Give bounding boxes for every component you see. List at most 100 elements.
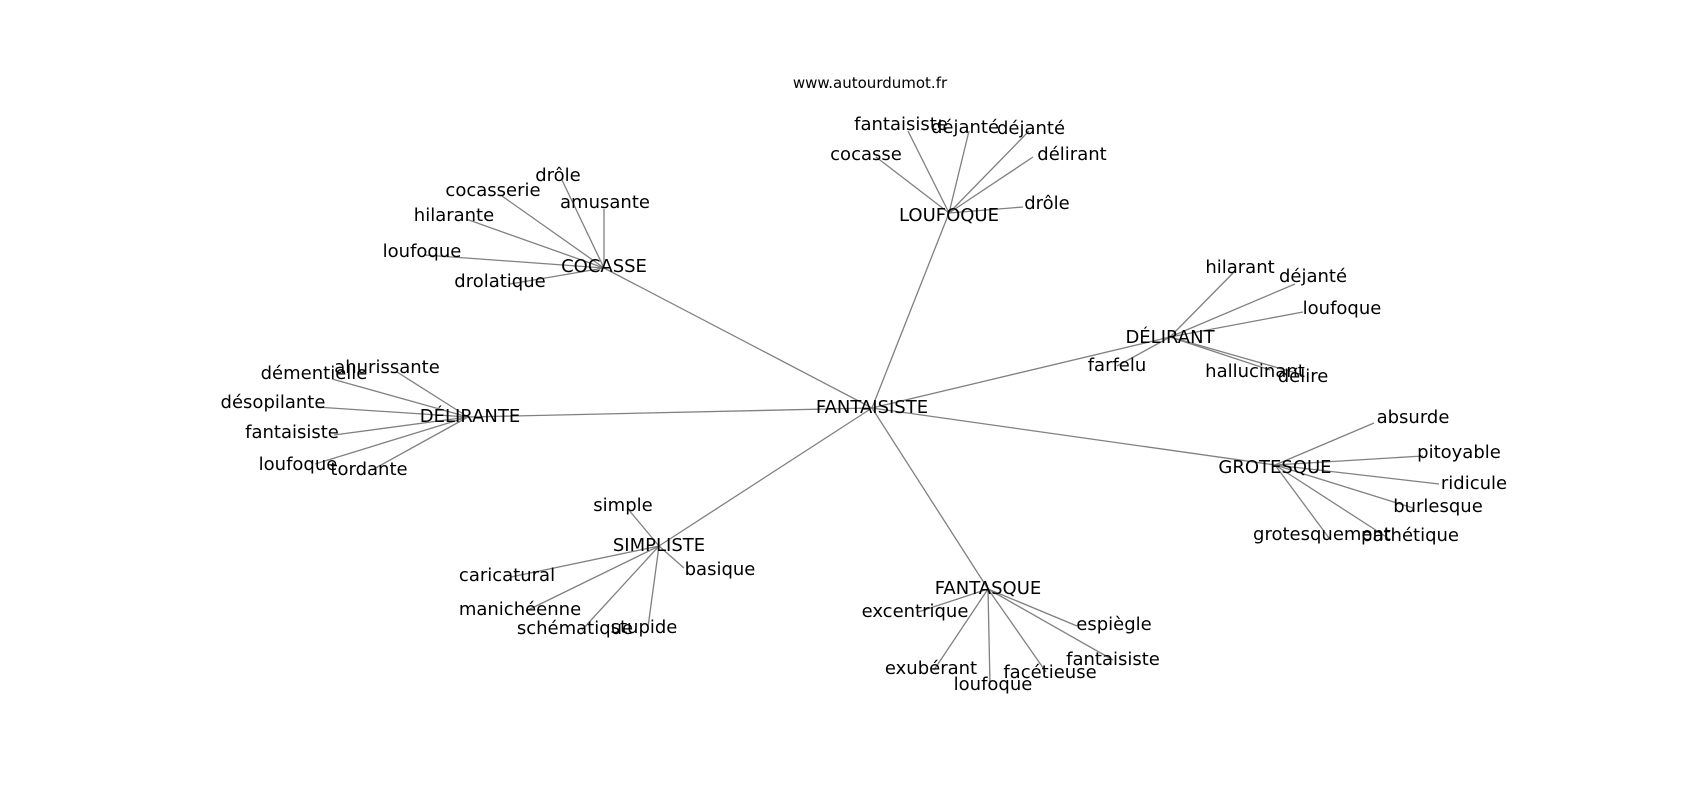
leaf-label-delirante-4: loufoque — [259, 454, 338, 475]
leaf-label-delirant-1: déjanté — [1279, 266, 1347, 287]
leaf-label-simpliste-0: simple — [593, 495, 652, 516]
edge-cocasse-leaf-1 — [501, 195, 605, 269]
hub-label-simpliste: SIMPLISTE — [613, 535, 705, 556]
edge-delirante-leaf-5 — [371, 416, 469, 471]
leaf-label-fantasque-2: fantaisiste — [1066, 649, 1160, 670]
hub-label-grotesque: GROTESQUE — [1218, 457, 1331, 478]
leaf-label-loufoque-5: drôle — [1024, 193, 1070, 214]
leaf-label-fantasque-3: exubérant — [885, 658, 977, 679]
leaf-label-grotesque-0: absurde — [1377, 407, 1450, 428]
edge-fantasque-leaf-1 — [987, 588, 1078, 627]
leaf-label-cocasse-2: amusante — [560, 192, 650, 213]
leaf-label-simpliste-4: schématique — [517, 618, 633, 639]
edge-cocasse-leaf-5 — [509, 267, 605, 285]
leaf-label-loufoque-3: cocasse — [830, 144, 902, 165]
hub-label-loufoque: LOUFOQUE — [899, 205, 999, 226]
edge-grotesque-leaf-3 — [1274, 464, 1414, 509]
edge-simpliste-leaf-5 — [647, 545, 660, 628]
leaf-label-grotesque-1: pitoyable — [1417, 442, 1501, 463]
edge-center-delirante — [467, 407, 873, 418]
edge-loufoque-leaf-5 — [948, 206, 1024, 214]
edge-grotesque-leaf-0 — [1274, 422, 1375, 466]
leaf-label-simpliste-5: stupide — [611, 617, 678, 638]
edge-simpliste-leaf-0 — [627, 508, 660, 547]
leaf-label-grotesque-4: grotesquement — [1253, 524, 1391, 545]
edge-fantasque-leaf-5 — [987, 588, 991, 686]
edge-center-cocasse — [603, 267, 873, 409]
edge-center-loufoque — [871, 212, 950, 409]
edge-grotesque-leaf-5 — [1274, 464, 1389, 539]
edge-loufoque-leaf-0 — [907, 130, 950, 214]
leaf-label-cocasse-1: cocasserie — [445, 180, 540, 201]
edge-delirante-leaf-2 — [315, 406, 469, 418]
leaf-label-cocasse-4: loufoque — [383, 241, 462, 262]
edge-cocasse-leaf-3 — [465, 218, 605, 269]
hub-label-fantasque: FANTASQUE — [935, 578, 1042, 599]
leaf-label-grotesque-5: pathétique — [1361, 525, 1459, 546]
edge-delirante-leaf-3 — [333, 416, 469, 436]
edge-center-grotesque — [871, 407, 1276, 466]
leaf-label-loufoque-2: déjanté — [997, 118, 1065, 139]
edge-simpliste-leaf-4 — [581, 545, 660, 631]
leaf-label-simpliste-2: basique — [685, 559, 756, 580]
edge-center-fantasque — [871, 407, 989, 590]
leaf-label-delirante-2: désopilante — [221, 392, 326, 413]
graph-edges — [314, 130, 1440, 686]
edge-delirant-leaf-0 — [1169, 269, 1237, 338]
edge-delirant-leaf-3 — [1116, 336, 1171, 367]
edge-fantasque-leaf-0 — [917, 588, 989, 613]
leaf-label-delirante-1: démentielle — [261, 363, 368, 384]
edge-delirant-leaf-1 — [1169, 283, 1296, 338]
hub-label-cocasse: COCASSE — [561, 256, 647, 277]
source-label: www.autourdumot.fr — [793, 74, 948, 92]
leaf-label-cocasse-3: hilarante — [414, 205, 494, 226]
leaf-label-simpliste-1: caricatural — [459, 565, 555, 586]
edge-grotesque-leaf-2 — [1274, 464, 1440, 485]
edge-delirant-leaf-2 — [1169, 311, 1304, 338]
edge-fantasque-leaf-2 — [987, 588, 1114, 661]
edge-fantasque-leaf-3 — [933, 588, 989, 671]
edge-loufoque-leaf-3 — [875, 156, 950, 214]
leaf-label-delirant-4: hallucinant — [1205, 361, 1305, 382]
edge-delirante-leaf-0 — [396, 371, 469, 418]
edge-grotesque-leaf-4 — [1274, 464, 1330, 539]
center-node-label: FANTAISISTE — [816, 397, 928, 418]
leaf-label-delirant-3: farfelu — [1088, 355, 1147, 376]
leaf-label-cocasse-5: drolatique — [454, 271, 545, 292]
edge-loufoque-leaf-4 — [948, 156, 1034, 214]
edge-simpliste-leaf-3 — [525, 545, 660, 612]
leaf-label-delirant-5: délire — [1278, 366, 1329, 387]
edge-delirante-leaf-1 — [331, 378, 469, 418]
leaf-label-fantasque-0: excentrique — [862, 601, 969, 622]
leaf-label-fantasque-1: espiègle — [1076, 614, 1151, 635]
leaf-label-grotesque-2: ridicule — [1441, 473, 1507, 494]
edge-simpliste-leaf-1 — [510, 545, 660, 578]
leaf-label-delirant-0: hilarant — [1205, 257, 1274, 278]
hub-label-delirant: DÉLIRANT — [1125, 326, 1215, 348]
edge-delirant-leaf-5 — [1169, 336, 1304, 376]
leaf-label-delirante-0: ahurissante — [334, 357, 440, 378]
edge-fantasque-leaf-4 — [987, 588, 1047, 673]
edge-simpliste-leaf-2 — [658, 545, 685, 569]
edge-center-delirant — [871, 336, 1171, 409]
leaf-label-cocasse-0: drôle — [535, 165, 581, 186]
leaf-label-grotesque-3: burlesque — [1393, 496, 1483, 517]
leaf-label-loufoque-4: délirant — [1037, 144, 1106, 165]
leaf-label-simpliste-3: manichéenne — [459, 599, 581, 620]
graph-labels: FANTAISISTELOUFOQUEfantaisistedéjantédéj… — [221, 114, 1508, 695]
edge-loufoque-leaf-2 — [948, 130, 1030, 214]
edge-delirant-leaf-4 — [1169, 336, 1271, 371]
edge-center-simpliste — [658, 407, 873, 547]
leaf-label-fantasque-5: loufoque — [954, 674, 1033, 695]
leaf-label-loufoque-0: fantaisiste — [854, 114, 948, 135]
edge-delirante-leaf-4 — [314, 416, 469, 465]
hub-label-delirante: DÉLIRANTE — [420, 405, 521, 427]
leaf-label-loufoque-1: déjanté — [931, 117, 999, 138]
leaf-label-fantasque-4: facétieuse — [1003, 662, 1096, 683]
edge-cocasse-leaf-4 — [424, 254, 605, 269]
edge-cocasse-leaf-0 — [561, 179, 605, 269]
edge-loufoque-leaf-1 — [948, 130, 970, 214]
leaf-label-delirant-2: loufoque — [1303, 298, 1382, 319]
leaf-label-delirante-5: tordante — [330, 459, 407, 480]
